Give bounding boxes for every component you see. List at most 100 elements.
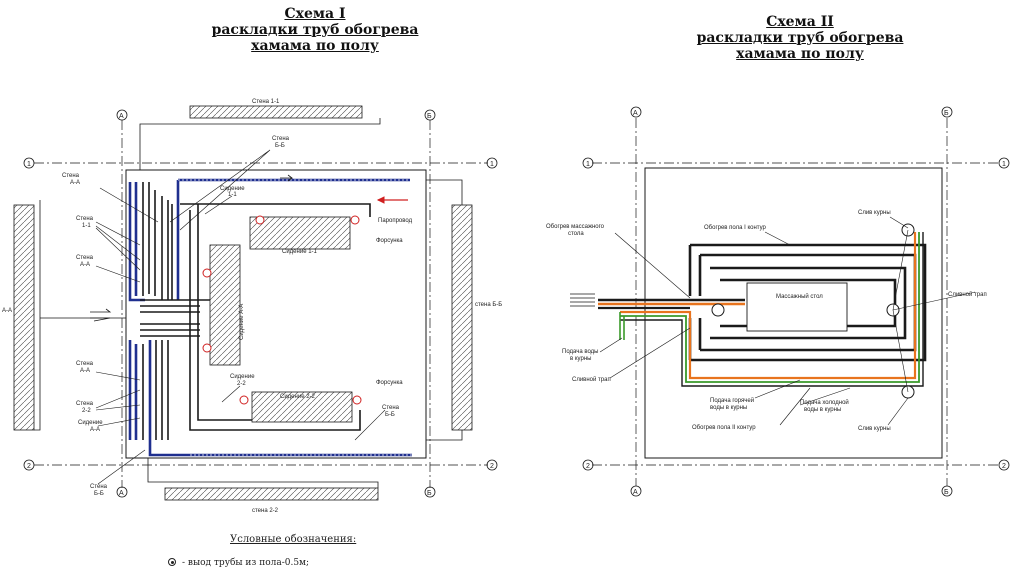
s1-axis-2-left <box>23 459 35 471</box>
scheme2-title-line3: хамама по полу <box>736 46 864 62</box>
scheme1-title-line1: Схема I <box>284 6 346 22</box>
s1-wall-22 <box>164 487 379 501</box>
s2-label-water-supply-2: в курны <box>570 356 591 362</box>
s1-label-wall-aa-2-1: Стена <box>76 255 94 261</box>
s1-label-wall-bb-top-1: Стена <box>272 136 290 142</box>
s2-axis-1-left-label: 1 <box>586 161 590 168</box>
s1-label-bench-11-top-2: 1-1 <box>228 192 237 198</box>
s2-label-hot-water-1: Подача горячей <box>710 397 754 404</box>
legend-item-text: - выод трубы из пола-0.5м; <box>182 558 310 568</box>
scheme2-diagram <box>570 106 1010 497</box>
s1-axis-b-top <box>424 109 436 121</box>
s1-label-wall-bb-right-2: Б-Б <box>385 412 395 418</box>
s2-label-drain-trap-left: Сливной трап <box>572 376 611 383</box>
s1-label-wall-bb-bottom-2: Б-Б <box>94 491 104 497</box>
s2-massage-table <box>746 282 848 332</box>
s1-label-bench-aa-vertical: Сидение А-А <box>239 304 245 340</box>
s1-bench-aa <box>209 244 241 366</box>
s1-axis-b-bottom-label: Б <box>427 490 432 497</box>
s1-label-wall-aa-3-1: Стена <box>76 361 94 367</box>
scheme2-title-line2: раскладки труб обогрева <box>696 30 904 46</box>
s2-axis-1-right-label: 1 <box>1002 161 1006 168</box>
s2-axis-1-right <box>998 157 1010 169</box>
s1-axis-1-left-label: 1 <box>27 161 31 168</box>
s1-label-nozzle-2: Форсунка <box>376 380 403 386</box>
pipe-outlet-icon <box>168 558 176 566</box>
s2-axis-a-bottom-label: А <box>633 489 638 496</box>
s1-axis-1-right-label: 1 <box>490 161 494 168</box>
s1-label-wall-aa-left: А-А <box>2 308 12 314</box>
s1-label-wall-11-side-2: 1-1 <box>82 223 91 229</box>
s2-axis-b-top-label: Б <box>944 110 949 117</box>
s2-axis-b-bottom <box>941 485 953 497</box>
s2-axis-2-left <box>582 459 594 471</box>
s1-label-wall-bb-top-2: Б-Б <box>275 143 285 149</box>
scheme1-title-line2: раскладки труб обогрева <box>211 22 419 38</box>
s1-label-wall-22-side-1: Стена <box>76 401 94 407</box>
s1-label-wall-bb-right: стена Б-Б <box>475 302 502 308</box>
s1-axis-2-left-label: 2 <box>27 463 31 470</box>
s2-label-floor-loop-1: Обогрев пола I контур <box>704 225 767 231</box>
s1-axis-2-right <box>486 459 498 471</box>
s1-wall-bb <box>451 204 473 431</box>
scheme1-diagram <box>13 105 498 501</box>
s2-label-massage-heat-2: стола <box>568 231 584 237</box>
legend-title: Условные обозначения: <box>230 534 357 545</box>
s1-label-bench-22-top-1: Сидение <box>230 374 255 380</box>
s1-axis-a-top-label: А <box>119 113 124 120</box>
s1-label-wall-22: стена 2-2 <box>252 508 279 514</box>
s1-label-bench-11-top-1: Сидение <box>220 186 245 192</box>
s1-axis-a-top <box>116 109 128 121</box>
s1-axis-2-right-label: 2 <box>490 463 494 470</box>
s2-label-drain-tub-bottom: Слив курны <box>858 426 891 432</box>
s1-label-bench-11: Сидение 1-1 <box>282 249 318 255</box>
s2-axis-b-top <box>941 106 953 118</box>
s2-label-hot-water-2: воды в курны <box>710 405 747 411</box>
s1-label-wall-aa-1-1: Стена <box>62 173 80 179</box>
s2-label-drain-trap-right: Сливной трап <box>948 291 987 298</box>
s2-label-cold-water-1: Подача холодной <box>800 399 849 406</box>
s1-label-wall-22-side-2: 2-2 <box>82 408 91 414</box>
s1-wall-aa <box>13 204 35 431</box>
s2-label-drain-tub-top: Слив курны <box>858 210 891 216</box>
s1-axis-b-bottom <box>424 486 436 498</box>
s1-label-nozzle-1: Форсунка <box>376 238 403 244</box>
s2-label-floor-loop-2: Обогрев пола II контур <box>692 425 756 431</box>
s1-axis-1-right <box>486 157 498 169</box>
legend-item: - выод трубы из пола-0.5м; <box>168 557 309 568</box>
s1-label-wall-bb-right-1: Стена <box>382 405 400 411</box>
s1-label-wall-bb-bottom-1: Стена <box>90 484 108 490</box>
s1-label-bench-22: Сидение 2-2 <box>280 394 316 400</box>
s1-label-bench-22-top-2: 2-2 <box>237 381 246 387</box>
s2-label-massage-heat-1: Обогрев массажного <box>546 224 605 230</box>
s2-label-massage-table: Массажный стол <box>776 293 823 300</box>
s1-bench-11 <box>249 216 351 250</box>
s1-label-wall-aa-1-2: А-А <box>70 180 80 186</box>
s1-axis-a-bottom-label: А <box>119 490 124 497</box>
s1-bench-22 <box>251 391 353 423</box>
s2-label-water-supply-1: Подача воды <box>562 349 599 355</box>
s1-label-wall-aa-3-2: А-А <box>80 368 90 374</box>
s2-axis-1-left <box>582 157 594 169</box>
s1-label-wall-aa-2-2: А-А <box>80 262 90 268</box>
s2-axis-2-left-label: 2 <box>586 463 590 470</box>
s2-axis-2-right-label: 2 <box>1002 463 1006 470</box>
s2-axis-a-top <box>630 106 642 118</box>
s1-wall-11 <box>189 105 363 119</box>
s1-axis-1-left <box>23 157 35 169</box>
s1-label-steam-pipe: Паропровод <box>378 218 413 224</box>
s2-axis-a-top-label: А <box>633 110 638 117</box>
s1-label-wall-11: Стена 1-1 <box>252 99 280 105</box>
s2-axis-a-bottom <box>630 485 642 497</box>
s1-axis-b-top-label: Б <box>427 113 432 120</box>
scheme2-title-line1: Схема II <box>766 14 834 30</box>
s1-label-wall-11-side-1: Стена <box>76 216 94 222</box>
s1-room <box>125 169 427 459</box>
s2-axis-2-right <box>998 459 1010 471</box>
s2-axis-b-bottom-label: Б <box>944 489 949 496</box>
scheme2-title: Схема II раскладки труб обогрева хамама … <box>680 14 920 62</box>
s2-label-cold-water-2: воды в курны <box>804 407 841 413</box>
s1-label-bench-aa-1: Сидение <box>78 420 103 426</box>
s1-axis-a-bottom <box>116 486 128 498</box>
